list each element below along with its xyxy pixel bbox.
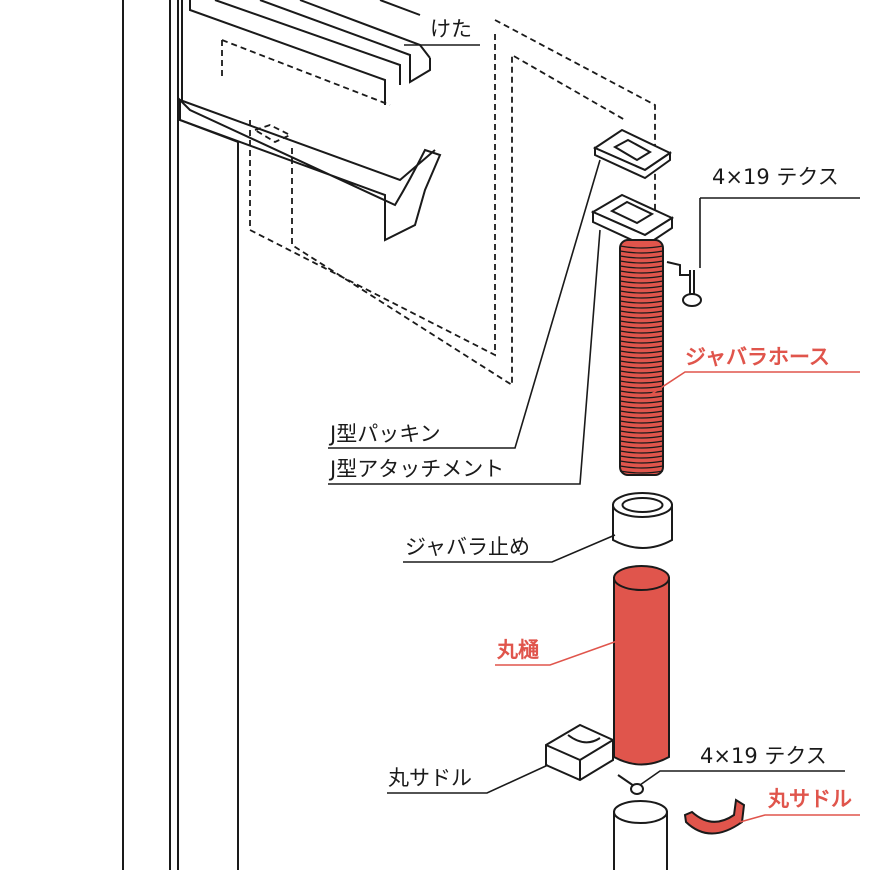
round-pipe [613,565,670,766]
hose-rib [619,405,664,409]
hose-rib [619,275,664,279]
lower-pipe [613,800,668,870]
hose-rib [619,335,664,339]
hose-rib [619,290,664,294]
hose-rib [619,300,664,304]
hose-rib [619,310,664,314]
hose-rib [619,385,664,389]
hose-rib [619,340,664,344]
hose-rib [619,265,664,269]
post [122,0,239,870]
hose-rib [619,455,664,459]
hose-rib [619,430,664,434]
saddle-block [545,723,614,782]
hose-rib [619,370,664,374]
label-keta: けた [430,17,472,41]
hose-rib [619,375,664,379]
hose-rib [619,260,664,264]
hose-rib [619,250,664,254]
hose-rib [619,450,664,454]
hose-rib [619,445,664,449]
hose-rib [619,470,664,474]
hose-rib [619,325,664,329]
hose-rib [619,400,664,404]
hose-rib [619,440,664,444]
label-screw-top: 4×19 テクス [712,165,839,189]
beam-keta [179,0,442,242]
hose-rib [619,380,664,384]
label-jabara-stop: ジャバラ止め [405,535,530,559]
hose-rib [619,295,664,299]
screw-top [666,261,702,307]
j-attachment [590,193,675,248]
label-maru-saddle: 丸サドル [388,766,472,790]
label-screw-bottom: 4×19 テクス [700,744,827,768]
label-jabara-hose: ジャバラホース [685,345,830,369]
hose-rib [619,365,664,369]
hose-rib [619,425,664,429]
hose-rib [619,410,664,414]
hose-rib [619,285,664,289]
hose-rib [619,280,664,284]
j-packing [592,128,672,180]
hose-rib [619,255,664,259]
label-maru-saddle-red: 丸サドル [767,787,852,811]
label-maru-toi: 丸樋 [496,638,539,662]
hose-rib [619,305,664,309]
hose-rib [619,330,664,334]
hose-rib [619,270,664,274]
leader-lines [328,44,860,823]
hose-rib [619,320,664,324]
jabara-hose [619,239,664,476]
hose-rib [619,345,664,349]
hose-rib [619,435,664,439]
red-saddle [683,798,746,835]
hose-rib [619,420,664,424]
jabara-stop [612,492,673,549]
hose-rib [619,390,664,394]
hose-rib [619,245,664,249]
dashed-guides [221,19,656,387]
hose-rib [619,460,664,464]
hose-rib [619,360,664,364]
hose-rib [619,355,664,359]
hose-rib [619,395,664,399]
hose-rib [619,315,664,319]
hose-rib [619,415,664,419]
label-j-attachment: J型アタッチメント [328,457,504,481]
hose-rib [619,350,664,354]
screw-bottom [617,774,644,795]
hose-rib [619,465,664,469]
label-j-packing: J型パッキン [328,422,441,446]
